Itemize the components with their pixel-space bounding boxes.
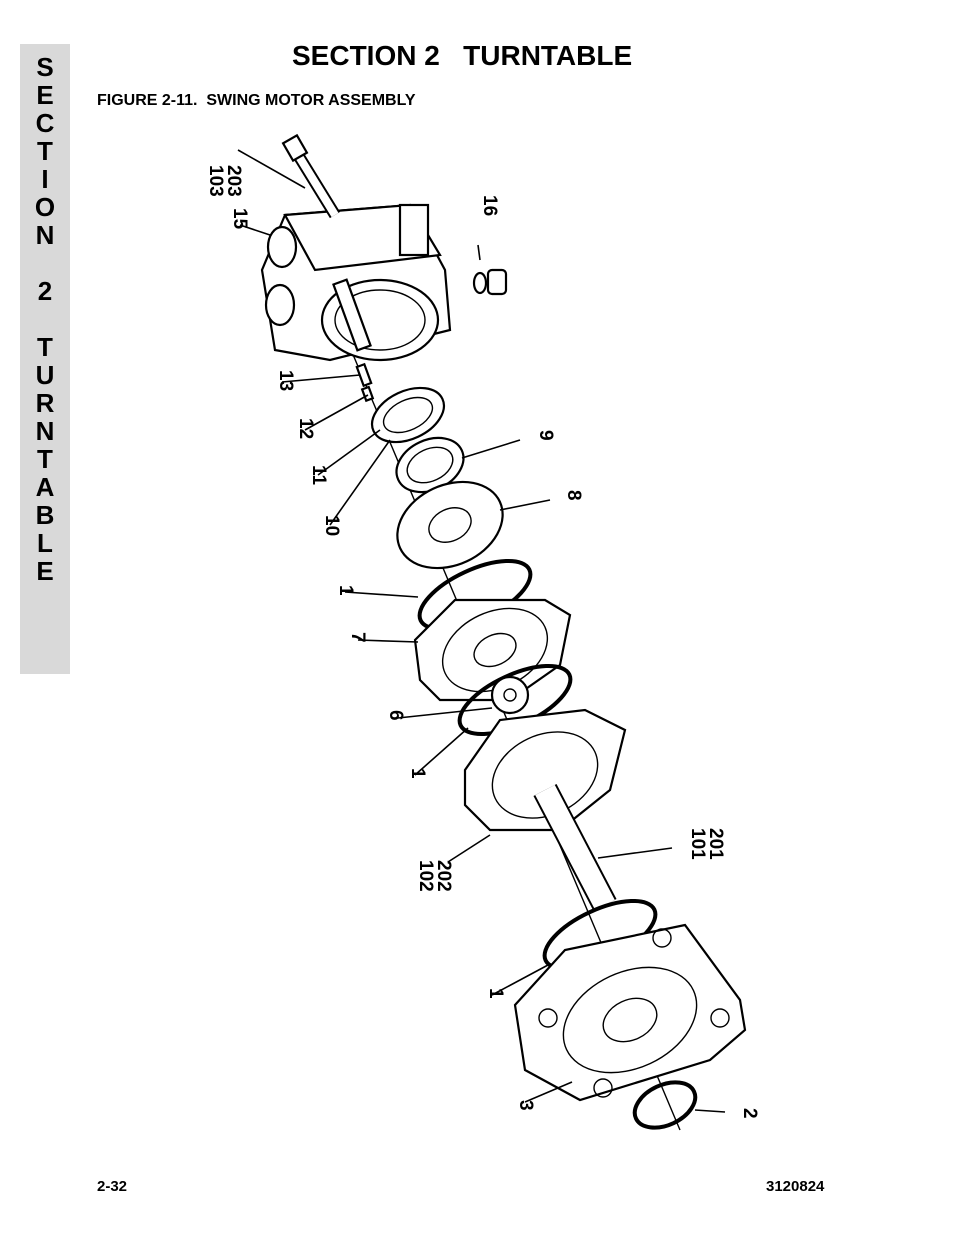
callout-1: 1 <box>485 988 506 999</box>
valve-disc-part <box>396 480 504 570</box>
seal-ring-part <box>370 386 446 444</box>
side-tab-letter: L <box>37 528 53 558</box>
callout-6: 6 <box>385 710 406 721</box>
plug-part <box>472 268 508 296</box>
callout-1: 1 <box>335 585 356 596</box>
spring-pin-part <box>332 278 375 403</box>
callout-3: 3 <box>515 1100 536 1111</box>
side-tab-letter: N <box>35 416 55 446</box>
figure-title: FIGURE 2-11. SWING MOTOR ASSEMBLY <box>97 92 416 109</box>
valve-housing-part <box>260 203 452 362</box>
o-ring-part <box>632 1080 698 1130</box>
callout-7: 7 <box>347 632 368 643</box>
callout-9: 9 <box>535 430 556 441</box>
callout-101: 101 <box>687 828 708 860</box>
side-tab-letter: E <box>36 556 54 586</box>
callout-203: 203 <box>223 165 244 197</box>
callout-102: 102 <box>415 860 436 892</box>
side-tab-letter: T <box>37 444 53 474</box>
section-title: SECTION 2 TURNTABLE <box>292 40 633 71</box>
side-tab-letter: O <box>34 192 56 222</box>
side-tab-letter: A <box>35 472 55 502</box>
side-tab-letter: B <box>35 500 55 530</box>
callout-13: 13 <box>275 370 296 391</box>
callout-16: 16 <box>479 195 500 216</box>
callout-2: 2 <box>739 1108 760 1119</box>
section-side-tab: S E C T I O N 2 T U R N T A B L E <box>20 44 70 674</box>
housing-part <box>513 923 747 1102</box>
side-tab-letter: E <box>36 80 54 110</box>
side-tab-letter: T <box>37 332 53 362</box>
callout-202: 202 <box>433 860 454 892</box>
callout-11: 11 <box>308 465 329 486</box>
side-tab-letter: S <box>36 52 54 82</box>
callout-12: 12 <box>295 418 316 439</box>
side-tab-letter: C <box>35 108 55 138</box>
side-tab-letter: 2 <box>37 276 53 306</box>
document-number: 3120824 <box>766 1178 825 1195</box>
callout-1: 1 <box>407 768 428 779</box>
gerotor-part <box>463 708 627 832</box>
side-tab-letter: T <box>37 136 53 166</box>
side-tab-letter: I <box>41 164 49 194</box>
callout-8: 8 <box>563 490 584 501</box>
callout-10: 10 <box>321 515 342 536</box>
callout-103: 103 <box>205 165 226 197</box>
side-tab-letter: U <box>35 360 55 390</box>
side-tab-letter: N <box>35 220 55 250</box>
drive-shaft-part <box>533 783 617 912</box>
bolt-part <box>281 133 341 219</box>
page-number: 2-32 <box>97 1178 128 1195</box>
callout-201: 201 <box>705 828 726 860</box>
drive-gear-part <box>490 675 530 715</box>
callout-15: 15 <box>229 208 250 230</box>
side-tab-letter: R <box>35 388 55 418</box>
